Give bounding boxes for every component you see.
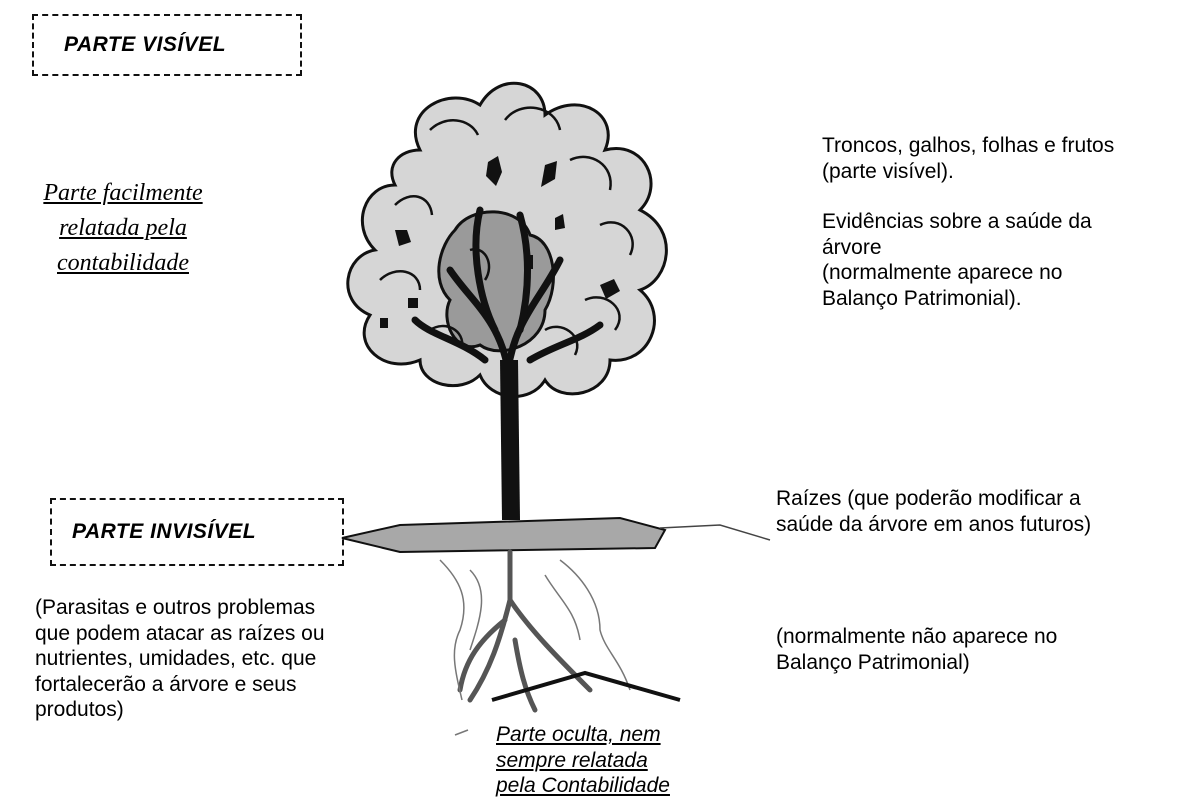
tree-trunk [500, 360, 520, 520]
not-on-balance-sheet-note: (normalmente não aparece no Balanço Patr… [776, 624, 1196, 675]
invisible-part-label: PARTE INVISÍVEL [72, 520, 256, 544]
invisible-part-box: PARTE INVISÍVEL [50, 498, 344, 566]
parasites-description: (Parasitas e outros problemas que podem … [35, 595, 395, 723]
health-evidence-description: Evidências sobre a saúde da árvore (norm… [822, 209, 1194, 311]
roots-description: Raízes (que poderão modificar a saúde da… [776, 486, 1196, 537]
tree-roots [460, 552, 590, 710]
ground-line [660, 525, 770, 540]
visible-part-box: PARTE VISÍVEL [32, 14, 302, 76]
easily-reported-note: Parte facilmente relatada pela contabili… [18, 176, 228, 281]
ground-slab [342, 518, 665, 552]
hidden-part-note: Parte oculta, nem sempre relatada pela C… [496, 722, 746, 799]
visible-description: Troncos, galhos, folhas e frutos (parte … [822, 133, 1194, 184]
visible-part-label: PARTE VISÍVEL [64, 33, 226, 57]
